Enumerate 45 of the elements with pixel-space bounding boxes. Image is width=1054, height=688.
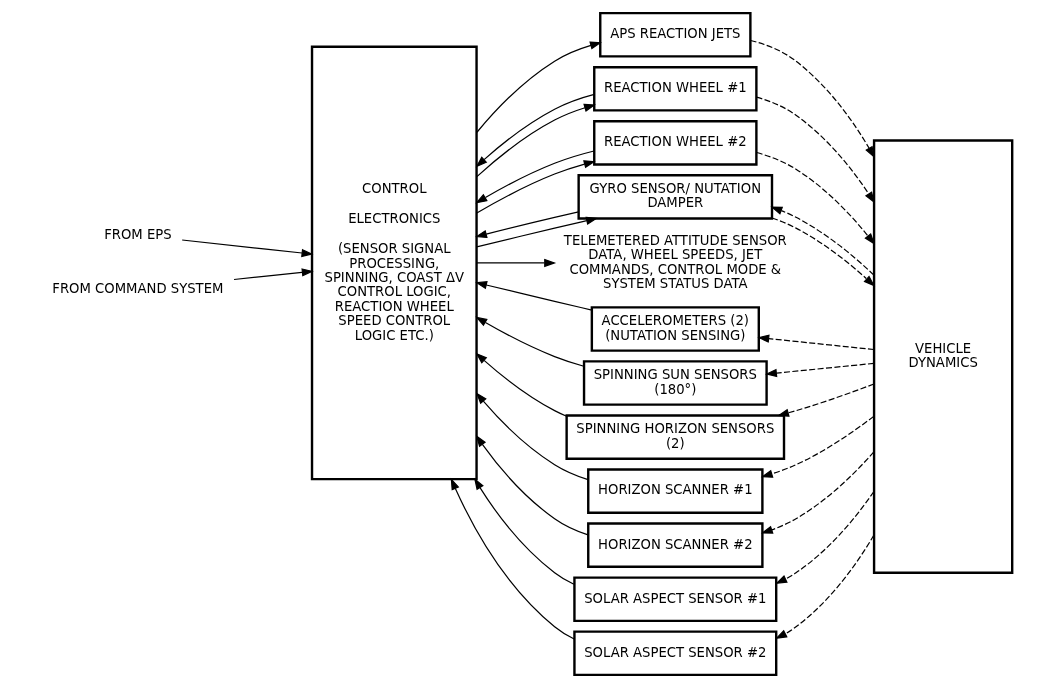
arrow: [777, 383, 875, 417]
arrow: [476, 160, 596, 214]
node-box: SPINNING SUN SENSORS (180°): [582, 360, 768, 406]
node-box: GYRO SENSOR/ NUTATION DAMPER: [577, 174, 774, 220]
node-box: SOLAR ASPECT SENSOR #2: [573, 630, 778, 677]
arrow: [450, 477, 575, 640]
arrow: [475, 434, 589, 536]
arrow: [755, 96, 875, 204]
arrow: [475, 211, 580, 239]
arrow: [475, 150, 595, 204]
arrow: [756, 151, 876, 245]
arrow: [770, 206, 875, 276]
arrow: [476, 103, 596, 178]
arrow: [775, 490, 875, 584]
arrow: [476, 258, 557, 268]
arrow: [775, 534, 875, 639]
arrow: [476, 41, 602, 133]
arrow: [181, 239, 314, 258]
arrow: [475, 281, 593, 311]
node-box: APS REACTION JETS: [599, 11, 752, 58]
node-box: CONTROL ELECTRONICS (SENSOR SIGNAL PROCESSING, SPINNING, COAST ΔV CONTROL LOGIC, REACTION WHEEL SPEED CONTROL LOGIC ETC.): [310, 45, 478, 481]
node-box: HORIZON SCANNER #2: [587, 522, 764, 568]
arrow: [475, 316, 585, 367]
arrow: [760, 451, 875, 534]
node-text: FROM COMMAND SYSTEM: [52, 280, 224, 296]
arrow: [475, 392, 589, 481]
node-box: VEHICLE DYNAMICS: [872, 139, 1014, 574]
arrow: [760, 415, 875, 478]
node-text: FROM EPS: [104, 226, 172, 242]
node-box: SOLAR ASPECT SENSOR #1: [573, 576, 778, 623]
arrow: [476, 216, 599, 248]
arrow: [750, 39, 875, 159]
node-box: REACTION WHEEL #1: [593, 65, 758, 112]
node-box: ACCELEROMETERS (2) (NUTATION SENSING): [590, 306, 760, 352]
arrow: [475, 352, 568, 417]
node-text: TELEMETERED ATTITUDE SENSOR DATA, WHEEL SPEEDS, JET COMMANDS, CONTROL MODE & SYSTEM STATUS DATA: [563, 232, 787, 291]
arrow: [764, 362, 875, 378]
node-box: HORIZON SCANNER #1: [587, 468, 764, 514]
arrow: [771, 217, 876, 287]
arrow: [757, 334, 875, 351]
arrow: [475, 93, 595, 168]
arrow: [233, 268, 314, 281]
node-box: REACTION WHEEL #2: [593, 120, 758, 166]
arrow: [473, 477, 575, 585]
node-box: SPINNING HORIZON SENSORS (2): [565, 414, 786, 460]
